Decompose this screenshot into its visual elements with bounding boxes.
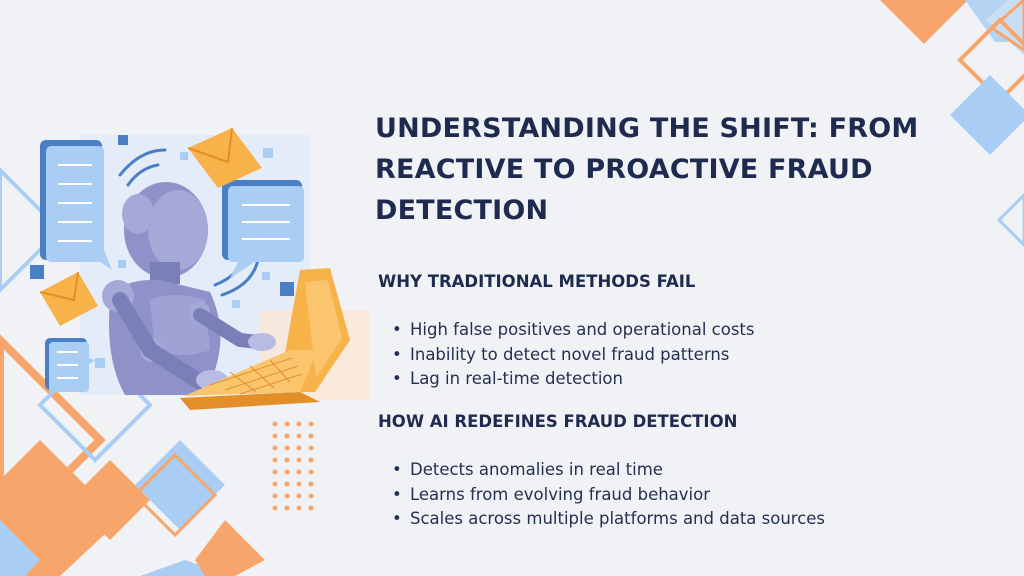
dot-grid [272, 421, 314, 511]
chat-bubble-icon [45, 338, 95, 392]
list-item: Scales across multiple platforms and dat… [392, 507, 825, 532]
envelope-icon [39, 271, 98, 326]
chat-bubble-icon [222, 180, 304, 278]
section-heading-ai: HOW AI REDEFINES FRAUD DETECTION [378, 412, 738, 431]
envelope-icon [187, 127, 262, 188]
laptop-icon [180, 268, 350, 410]
list-item: Lag in real-time detection [392, 367, 755, 392]
traditional-bullet-list: High false positives and operational cos… [392, 318, 755, 392]
slide-title: UNDERSTANDING THE SHIFT: FROM REACTIVE T… [375, 113, 919, 226]
list-item: Inability to detect novel fraud patterns [392, 343, 755, 368]
list-item: Learns from evolving fraud behavior [392, 483, 825, 508]
robot-icon [102, 182, 276, 395]
section-heading-traditional: WHY TRADITIONAL METHODS FAIL [378, 272, 696, 291]
ai-bullet-list: Detects anomalies in real time Learns fr… [392, 458, 825, 532]
list-item: High false positives and operational cos… [392, 318, 755, 343]
slide-content: UNDERSTANDING THE SHIFT: FROM REACTIVE T… [375, 108, 995, 528]
top-right-diamonds [880, 0, 1024, 248]
chat-bubble-icon [40, 140, 112, 270]
floating-squares [30, 135, 294, 368]
bottom-left-diamonds [0, 167, 265, 576]
list-item: Detects anomalies in real time [392, 458, 825, 483]
